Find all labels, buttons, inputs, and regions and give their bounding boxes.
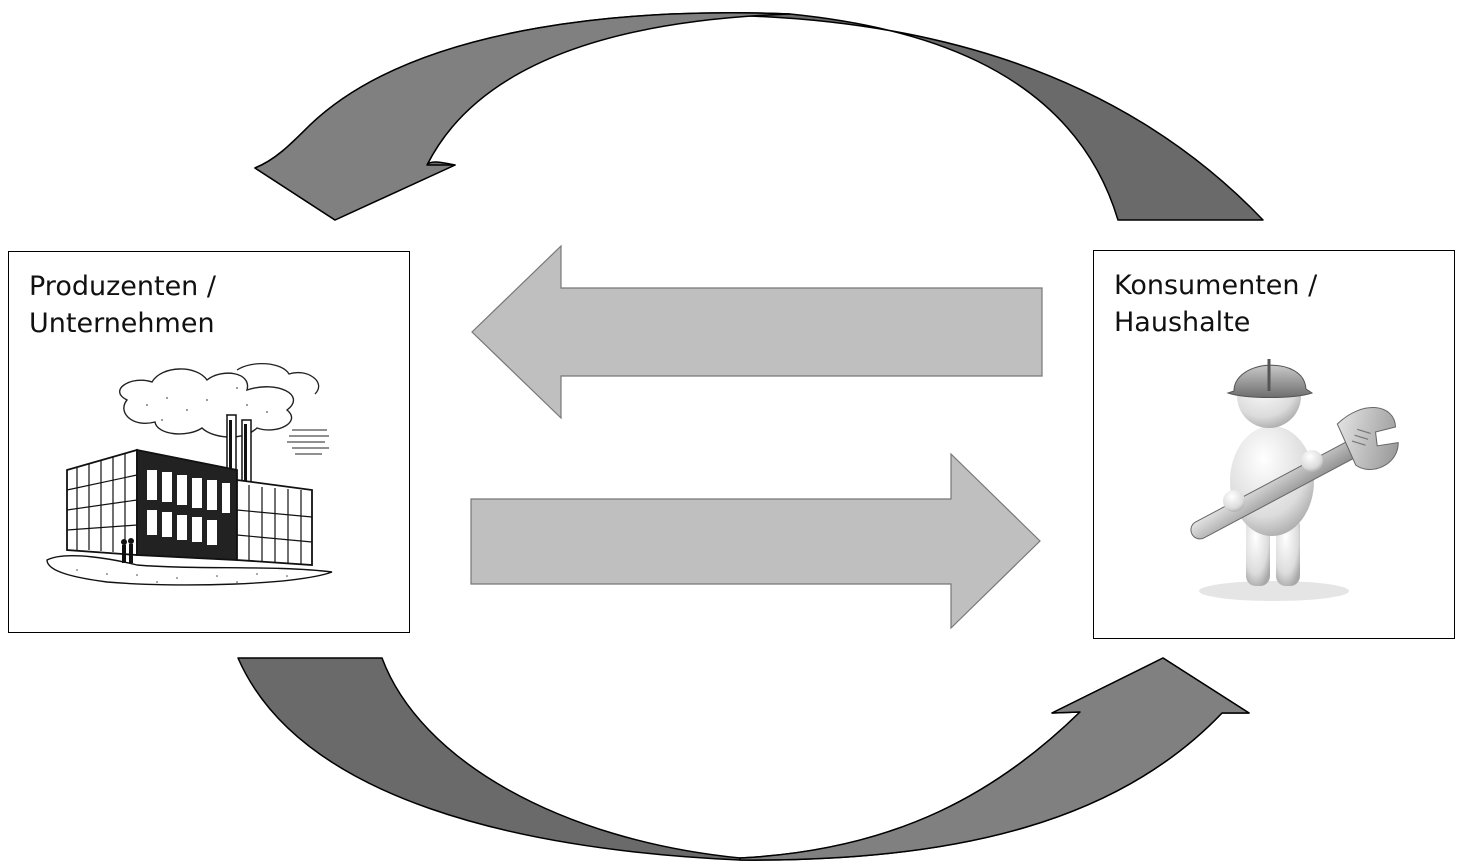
consumer-box: Konsumenten / Haushalte [1093,250,1455,639]
factory-icon [46,363,333,586]
producer-label: Produzenten / Unternehmen [29,268,216,342]
producer-label-line2: Unternehmen [29,308,215,339]
bottom-curved-arrow-right-half [739,657,1250,861]
producer-box: Produzenten / Unternehmen [8,251,410,633]
producer-label-line1: Produzenten / [29,271,216,302]
consumer-label: Konsumenten / Haushalte [1114,267,1317,341]
left-straight-arrow [471,244,1043,420]
right-straight-arrow [470,452,1041,630]
consumer-label-line1: Konsumenten / [1114,270,1318,301]
worker-with-wrench-icon [1190,359,1399,601]
consumer-label-line2: Haushalte [1114,307,1251,338]
top-curved-arrow-left-half [254,11,791,221]
